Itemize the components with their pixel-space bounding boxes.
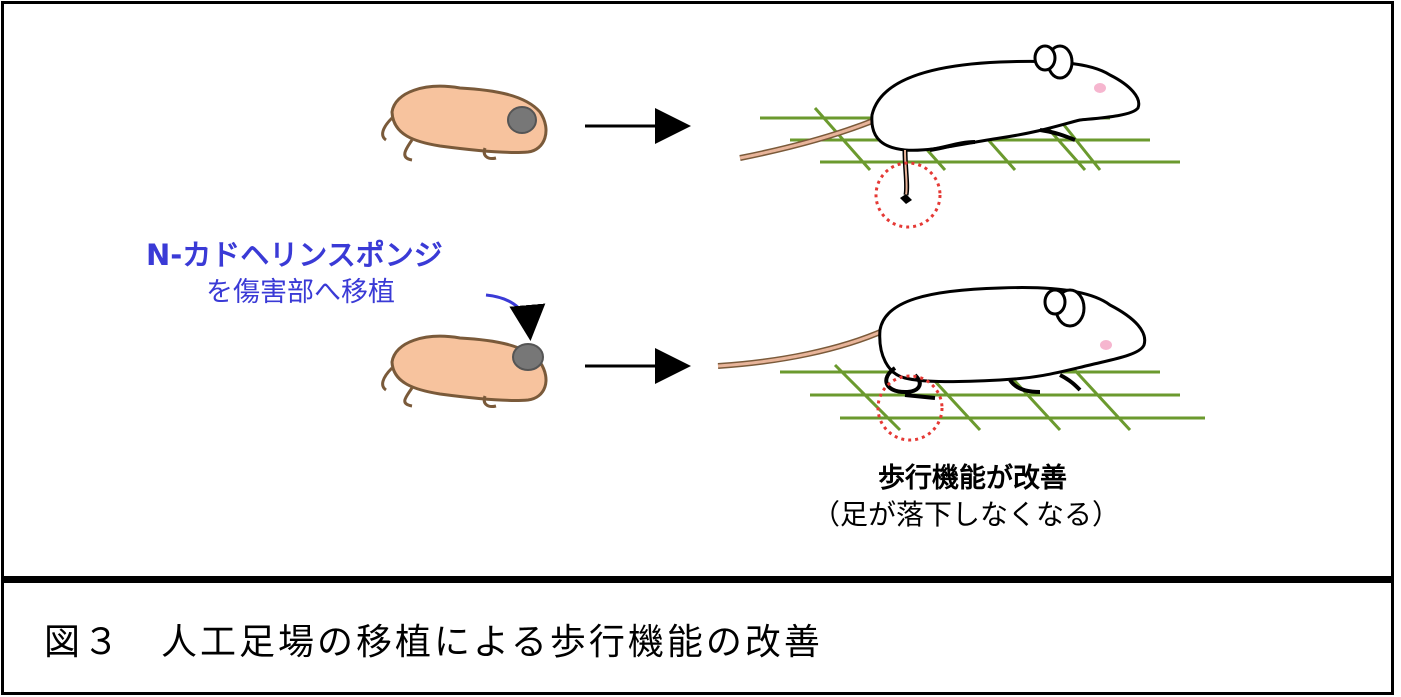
result-title-label: 歩行機能が改善 (878, 463, 1067, 494)
pup-bottom-icon (381, 334, 548, 408)
result-subtitle-label: （足が落下しなくなる） (812, 498, 1121, 531)
caption-panel: 図３ 人工足場の移植による歩行機能の改善 (1, 579, 1394, 695)
sponge-title-label: N-カドヘリンスポンジ (146, 238, 443, 272)
grid-bottom (780, 363, 1205, 432)
implant-arrow (485, 293, 546, 341)
sponge-subtitle-label: を傷害部へ移植 (206, 277, 395, 308)
foot-drop-highlight (874, 161, 942, 229)
mouse-bottom-icon (717, 286, 1147, 400)
figure-caption: 図３ 人工足場の移植による歩行機能の改善 (44, 622, 823, 663)
foot-support-highlight (876, 374, 944, 442)
figure-panel (1, 1, 1394, 579)
mouse-top-icon (739, 44, 1141, 204)
pup-top-icon (381, 84, 548, 162)
